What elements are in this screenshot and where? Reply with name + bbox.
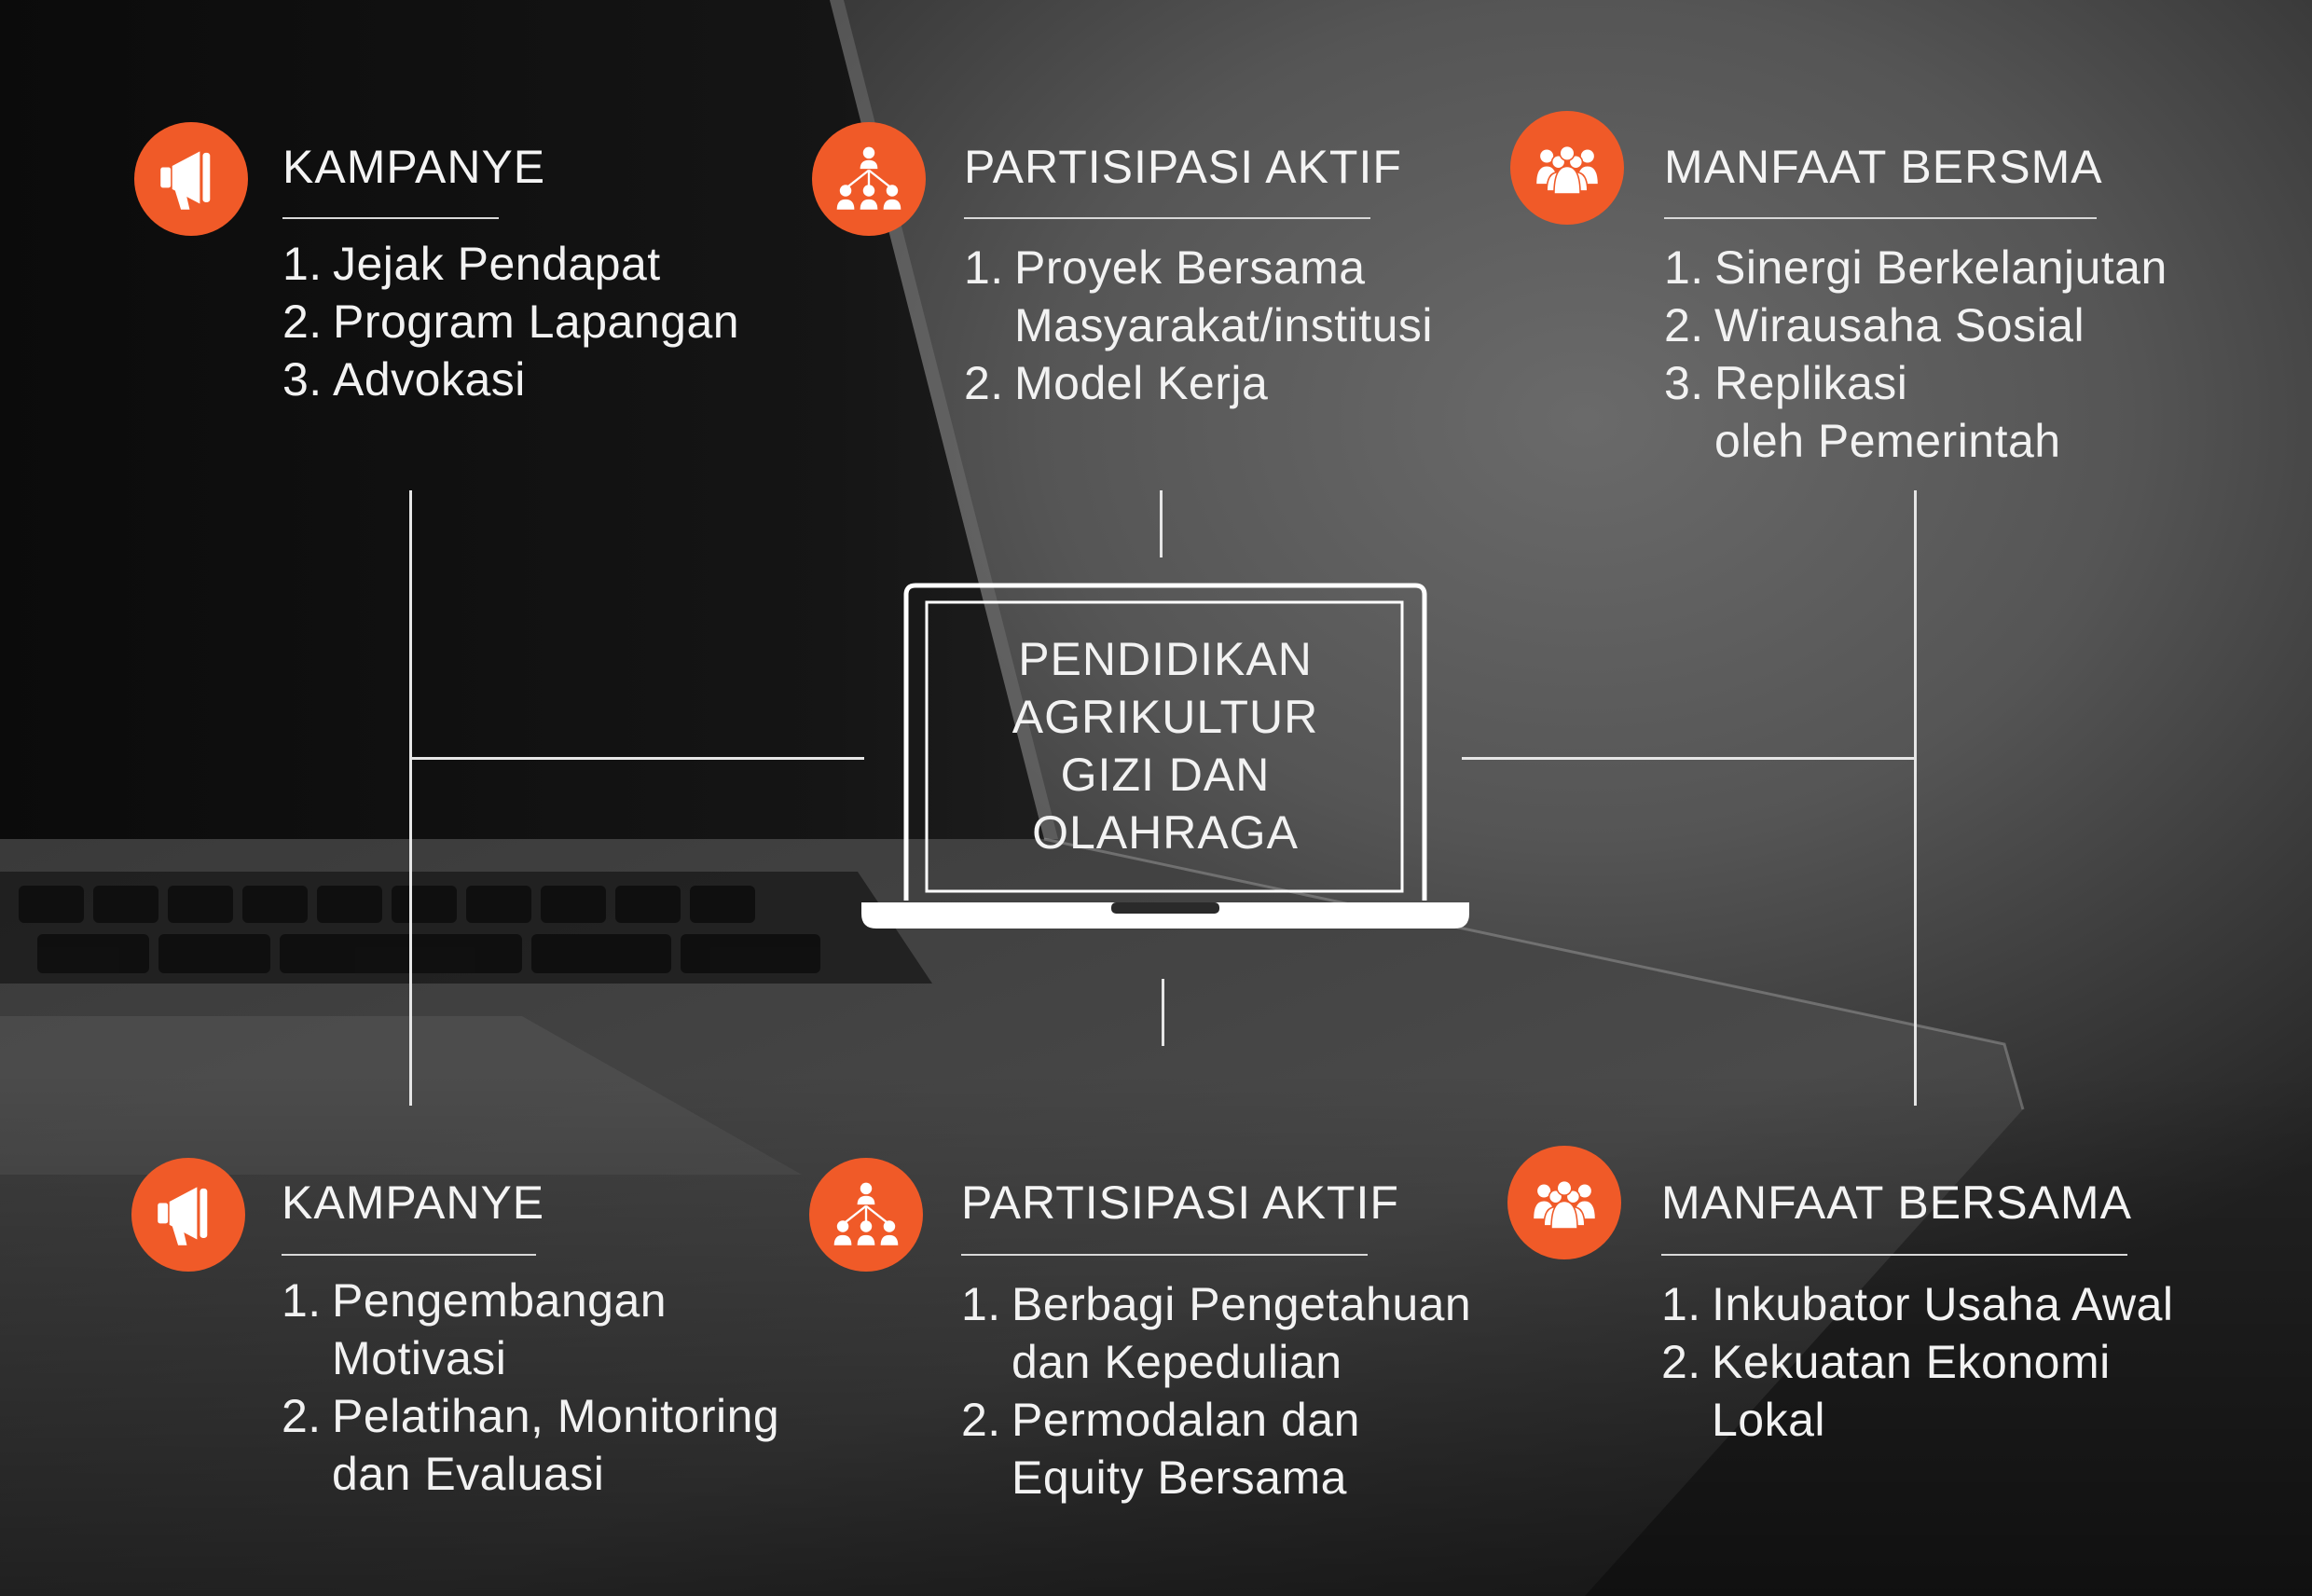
central-topic-line: PENDIDIKAN: [1018, 633, 1313, 685]
section-icon-bottom-right: [1507, 1146, 1621, 1259]
list-item: 2.Program Lapangan: [282, 296, 740, 348]
section-icon-top-center: [812, 122, 926, 236]
section-title-bottom-right: MANFAAT BERSAMA: [1661, 1176, 2132, 1229]
section-title-bottom-center: PARTISIPASI AKTIF: [961, 1176, 1399, 1229]
section-title-top-right: MANFAAT BERSMA: [1664, 141, 2103, 193]
list-item: 2.Wirausaha Sosial: [1664, 299, 2085, 351]
central-topic-line: OLAHRAGA: [1032, 806, 1299, 859]
section-underline-bottom-left: [282, 1254, 536, 1256]
laptop-outline-icon: [861, 583, 1469, 929]
left-vertical-connector: [409, 490, 412, 1106]
section-title-bottom-left: KAMPANYE: [282, 1176, 545, 1229]
list-item: 1.Jejak Pendapat: [282, 238, 661, 290]
central-topic-line: AGRIKULTUR: [1012, 691, 1319, 743]
list-item: 1.Inkubator Usaha Awal: [1661, 1278, 2174, 1330]
section-icon-bottom-center: [809, 1158, 923, 1272]
section-list-top-right: 1.Sinergi Berkelanjutan 2.Wirausaha Sosi…: [1664, 239, 2168, 470]
section-icon-bottom-left: [131, 1158, 245, 1272]
list-item: 2.Model Kerja: [964, 357, 1269, 409]
central-topic-line: GIZI DAN: [1060, 749, 1271, 801]
section-underline-bottom-center: [961, 1254, 1368, 1256]
section-title-top-left: KAMPANYE: [282, 141, 546, 193]
bottom-vertical-connector: [1162, 979, 1164, 1046]
group-people-icon: [1536, 144, 1598, 195]
left-horizontal-connector: [411, 757, 864, 760]
group-people-icon: [1534, 1179, 1595, 1230]
section-list-top-left: 1.Jejak Pendapat 2.Program Lapangan 3.Ad…: [282, 235, 739, 408]
megaphone-icon: [158, 1187, 208, 1245]
section-underline-top-right: [1664, 217, 2097, 219]
section-underline-top-center: [964, 217, 1370, 219]
network-people-icon: [833, 1182, 899, 1245]
section-list-bottom-right: 1.Inkubator Usaha Awal 2.Kekuatan Ekonom…: [1661, 1275, 2174, 1449]
right-horizontal-connector: [1462, 757, 1916, 760]
section-icon-top-right: [1510, 111, 1624, 225]
top-vertical-connector: [1160, 490, 1163, 557]
megaphone-icon: [160, 151, 211, 210]
network-people-icon: [836, 146, 901, 210]
right-vertical-connector: [1914, 490, 1917, 1106]
section-icon-top-left: [134, 122, 248, 236]
list-item: 1.Sinergi Berkelanjutan: [1664, 241, 2168, 294]
section-underline-bottom-right: [1661, 1254, 2127, 1256]
section-title-top-center: PARTISIPASI AKTIF: [964, 141, 1402, 193]
section-underline-top-left: [282, 217, 499, 219]
central-topic: PENDIDIKAN AGRIKULTUR GIZI DAN OLAHRAGA: [929, 606, 1402, 886]
list-item: 3.Advokasi: [282, 353, 526, 406]
